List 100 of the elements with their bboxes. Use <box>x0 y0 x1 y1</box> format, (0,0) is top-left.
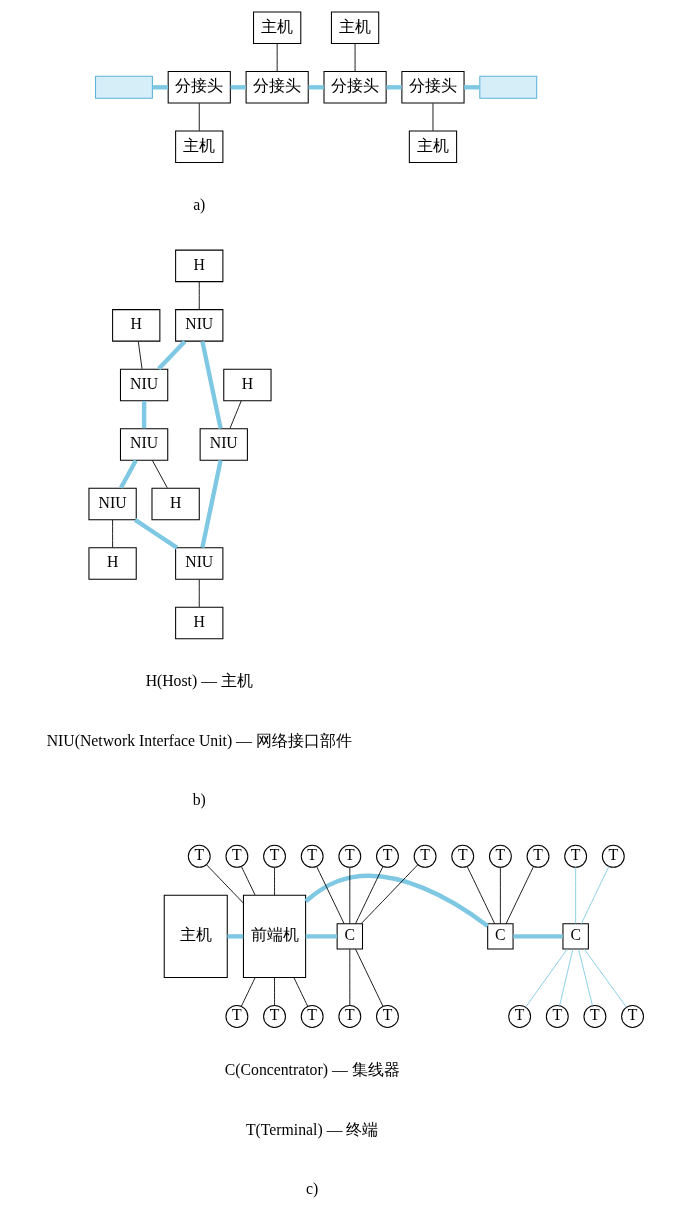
connector <box>151 460 168 489</box>
node-circle: T <box>545 1005 569 1028</box>
connector <box>227 934 244 939</box>
node-circle: T <box>263 844 286 868</box>
connector <box>112 519 114 548</box>
node-box: 分接头 <box>323 71 387 104</box>
node-circle: T <box>564 844 588 868</box>
node-circle: T <box>338 1005 362 1028</box>
connector <box>276 43 278 72</box>
node-circle: T <box>601 844 625 868</box>
connector <box>575 866 577 924</box>
connector <box>316 866 345 925</box>
connector <box>308 85 324 90</box>
node-circle: T <box>187 844 211 868</box>
connector <box>580 866 610 925</box>
node-circle: T <box>376 844 399 868</box>
node-box: 分接头 <box>245 71 309 104</box>
node-circle: T <box>583 1005 607 1028</box>
connector <box>559 948 574 1007</box>
node-circle: T <box>621 1005 645 1028</box>
connector <box>578 948 593 1007</box>
node-circle: T <box>526 844 550 868</box>
node-box: 主机 <box>408 130 458 164</box>
label: T(Terminal) — 终端 <box>245 1120 379 1138</box>
node-box: NIU <box>199 428 248 461</box>
node-box: 主机 <box>163 894 228 979</box>
node-box <box>479 75 538 99</box>
connector <box>274 977 275 1006</box>
label: H(Host) — 主机 <box>145 672 253 690</box>
node-circle: T <box>508 1005 532 1028</box>
node-box: NIU <box>119 368 169 402</box>
connector <box>157 339 187 371</box>
label: C(Concentrator) — 集线器 <box>224 1061 400 1079</box>
node-box: NIU <box>175 309 224 342</box>
node-box: 分接头 <box>167 71 231 104</box>
connector <box>355 948 384 1007</box>
node-circle: T <box>300 844 324 868</box>
node-box: H <box>88 547 137 580</box>
connector <box>513 934 563 939</box>
node-circle: T <box>263 1005 286 1028</box>
connector <box>499 866 501 924</box>
node-circle: T <box>338 844 362 868</box>
node-box: 前端机 <box>242 894 307 979</box>
connector <box>355 866 384 925</box>
node-box: NIU <box>119 428 169 461</box>
connector <box>505 866 534 925</box>
connector <box>230 85 246 90</box>
connector <box>274 866 275 896</box>
connector <box>152 85 168 90</box>
connector <box>386 85 402 90</box>
node-box: H <box>175 249 224 283</box>
connector <box>354 43 356 72</box>
node-box: NIU <box>88 487 137 521</box>
connector <box>464 85 480 90</box>
label: NIU(Network Interface Unit) — 网络接口部件 <box>46 731 352 749</box>
connector <box>304 873 489 928</box>
node-box: H <box>175 606 224 640</box>
connector <box>305 934 338 939</box>
node-box: 分接头 <box>401 71 465 104</box>
connector <box>349 866 351 924</box>
connector <box>198 579 200 608</box>
node-circle: T <box>376 1005 399 1028</box>
connector <box>198 102 200 132</box>
node-box: NIU <box>175 547 224 580</box>
node-circle: T <box>225 844 249 868</box>
connector <box>206 864 244 904</box>
node-box: H <box>112 309 161 342</box>
connector <box>198 281 200 310</box>
connector <box>141 400 147 429</box>
node-box: H <box>151 487 200 521</box>
connector <box>119 459 138 489</box>
connector <box>229 400 242 429</box>
connector <box>240 866 256 896</box>
node-box: C <box>562 923 589 950</box>
connector <box>240 977 256 1007</box>
node-box: 主机 <box>330 11 380 45</box>
connector <box>200 340 223 429</box>
label: c) <box>306 1180 319 1198</box>
node-box <box>95 75 153 99</box>
connector <box>360 864 419 925</box>
connector <box>200 459 223 548</box>
label: b) <box>192 791 206 809</box>
node-box: 主机 <box>175 130 224 164</box>
node-box: C <box>487 923 514 950</box>
connector <box>432 102 434 132</box>
node-circle: T <box>413 844 437 868</box>
connector <box>466 866 496 925</box>
node-box: C <box>336 923 364 950</box>
connector <box>133 518 179 550</box>
node-circle: T <box>300 1005 324 1028</box>
connector <box>583 948 627 1008</box>
node-box: H <box>223 368 272 402</box>
connector <box>137 341 143 370</box>
connector <box>525 948 568 1008</box>
node-box: 主机 <box>253 11 302 45</box>
connector <box>293 977 309 1007</box>
node-circle: T <box>488 844 512 868</box>
connector <box>349 948 351 1006</box>
node-circle: T <box>225 1005 249 1028</box>
node-circle: T <box>451 844 475 868</box>
